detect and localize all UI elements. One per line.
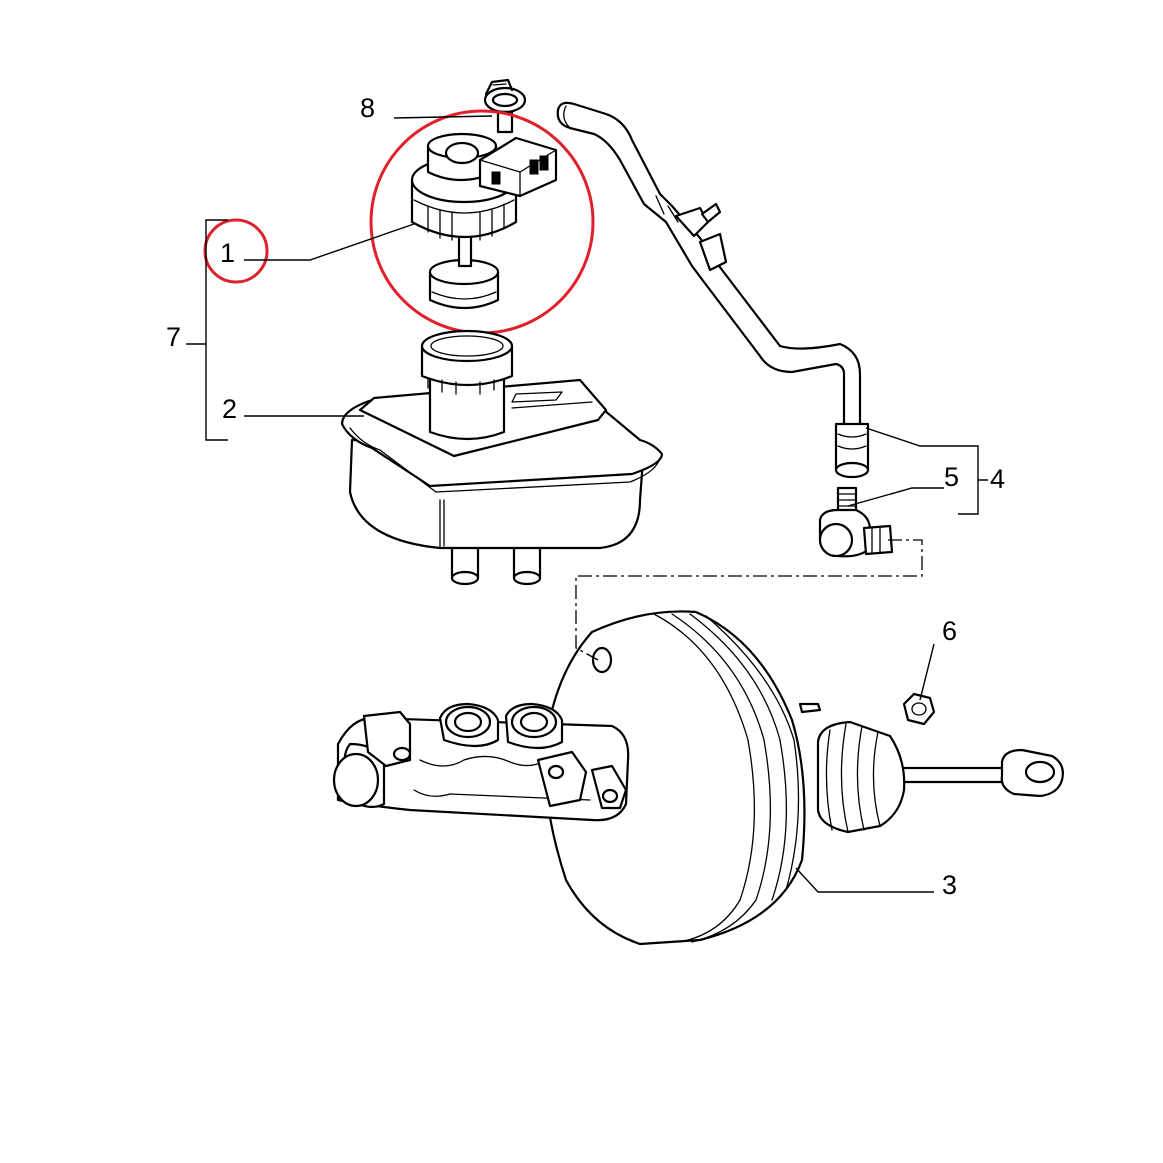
label-part-1: 1 xyxy=(220,238,235,268)
hose-clamp-part-8[interactable] xyxy=(483,78,527,134)
label-part-8: 8 xyxy=(360,93,375,123)
leader-lines xyxy=(186,115,988,893)
nut-part-6[interactable] xyxy=(902,692,936,726)
hose-fitting-part-5[interactable] xyxy=(818,486,894,558)
label-part-3: 3 xyxy=(942,870,957,900)
reservoir-cap-with-sensor-part-1[interactable] xyxy=(410,132,558,310)
label-part-5: 5 xyxy=(944,462,959,492)
vacuum-hose-part-4[interactable] xyxy=(556,101,870,479)
label-part-2: 2 xyxy=(222,394,237,424)
highlight-circle-label-1 xyxy=(203,218,269,284)
brake-booster-part-3[interactable] xyxy=(332,610,1064,946)
label-part-4: 4 xyxy=(990,464,1005,494)
label-part-7: 7 xyxy=(166,322,181,352)
label-part-6: 6 xyxy=(942,616,957,646)
fluid-reservoir-part-2[interactable] xyxy=(340,329,664,586)
part-labels: 8 1 7 2 5 4 6 3 xyxy=(166,93,1005,900)
